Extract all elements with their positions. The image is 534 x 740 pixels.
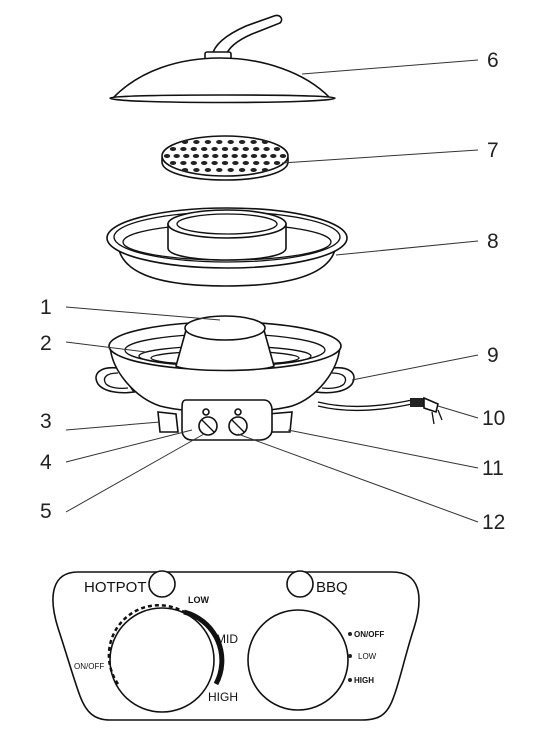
grill-vent-hole (227, 168, 234, 172)
grill-vent-hole (261, 168, 269, 172)
hotpot-indicator-light (148, 570, 176, 598)
grill-vent-hole (216, 140, 223, 144)
grill-vent-hole (192, 154, 200, 158)
grill-vent-hole (221, 147, 229, 151)
grill-vent-hole (169, 161, 177, 165)
grill-vent-hole (190, 147, 197, 151)
grill-vent-hole (211, 161, 218, 165)
hotpot-mid-label: MID (216, 632, 238, 646)
grill-vent-hole (181, 168, 189, 172)
grill-vent-hole (238, 140, 246, 144)
grill-vent-hole (263, 147, 270, 151)
grill-vent-hole (241, 154, 248, 158)
callout-numbers: 1 2 3 4 5 6 7 8 9 10 11 12 (40, 49, 505, 534)
hotpot-low-label: LOW (188, 595, 209, 605)
bbq-dial[interactable] (247, 609, 349, 711)
callout-11: 11 (482, 457, 504, 480)
grill-vent-hole (261, 140, 269, 144)
grill-vent-hole (169, 147, 177, 151)
cooking-pot (106, 207, 348, 287)
grill-vent-hole (211, 147, 218, 151)
callout-3: 3 (40, 410, 52, 433)
callout-1: 1 (40, 296, 52, 319)
grill-vent-hole (221, 161, 229, 165)
grill-vent-hole (204, 168, 212, 172)
bbq-off-label: ON/OFF (354, 630, 384, 639)
callout-6: 6 (487, 49, 499, 72)
grill-vent-hole (212, 154, 219, 158)
grill-vent-hole (193, 140, 200, 144)
grill-vent-hole (242, 161, 249, 165)
grill-vent-hole (242, 147, 249, 151)
hotpot-dial[interactable] (109, 607, 215, 713)
grill-plate (161, 135, 289, 181)
callout-7: 7 (487, 139, 499, 162)
callout-8: 8 (487, 230, 499, 253)
callout-5: 5 (40, 500, 52, 523)
callout-2: 2 (40, 332, 52, 355)
grill-vent-hole (250, 140, 257, 144)
grill-vent-hole (173, 154, 180, 158)
grill-vent-hole (253, 147, 260, 151)
grill-vent-hole (204, 140, 212, 144)
grill-vent-hole (273, 161, 281, 165)
control-panel-detail: HOTPOT BBQ ON/OFF LOW MID HIGH ON/OFF LO… (52, 570, 420, 721)
grill-vent-hole (238, 168, 246, 172)
grill-vent-hole (231, 154, 238, 158)
grill-vent-hole (183, 154, 190, 158)
lid (109, 14, 336, 104)
grill-vent-hole (163, 154, 171, 158)
bbq-label: BBQ (316, 579, 348, 596)
grill-vent-hole (253, 161, 260, 165)
leader-lines (65, 59, 479, 523)
grill-vent-hole (250, 154, 258, 158)
bbq-high-label: HIGH (354, 676, 374, 685)
grill-vent-hole (260, 154, 267, 158)
grill-vent-hole (263, 161, 270, 165)
grill-vent-hole (202, 154, 209, 158)
grill-vent-hole (190, 161, 197, 165)
grill-vent-hole (180, 147, 187, 151)
hotpot-off-label: ON/OFF (74, 662, 104, 671)
grill-vent-hole (232, 161, 239, 165)
grill-vent-hole (232, 147, 239, 151)
bbq-indicator-light (286, 570, 314, 598)
grill-vent-hole (216, 168, 223, 172)
grill-vent-hole (201, 161, 208, 165)
grill-vent-hole (279, 154, 287, 158)
hotpot-high-label: HIGH (208, 690, 238, 704)
grill-vent-hole (273, 147, 281, 151)
callout-9: 9 (487, 344, 499, 367)
grill-vent-hole (270, 154, 277, 158)
grill-vent-hole (221, 154, 229, 158)
callout-10: 10 (482, 407, 505, 430)
grill-vent-hole (250, 168, 257, 172)
bbq-low-label: LOW (358, 652, 377, 661)
callout-12: 12 (482, 511, 505, 534)
callout-4: 4 (40, 451, 52, 474)
grill-vent-hole (193, 168, 200, 172)
grill-vent-hole (181, 140, 189, 144)
grill-vent-hole (180, 161, 187, 165)
grill-vent-hole (227, 140, 234, 144)
grill-vent-hole (201, 147, 208, 151)
base-unit (95, 315, 443, 441)
hotpot-label: HOTPOT (84, 579, 147, 596)
